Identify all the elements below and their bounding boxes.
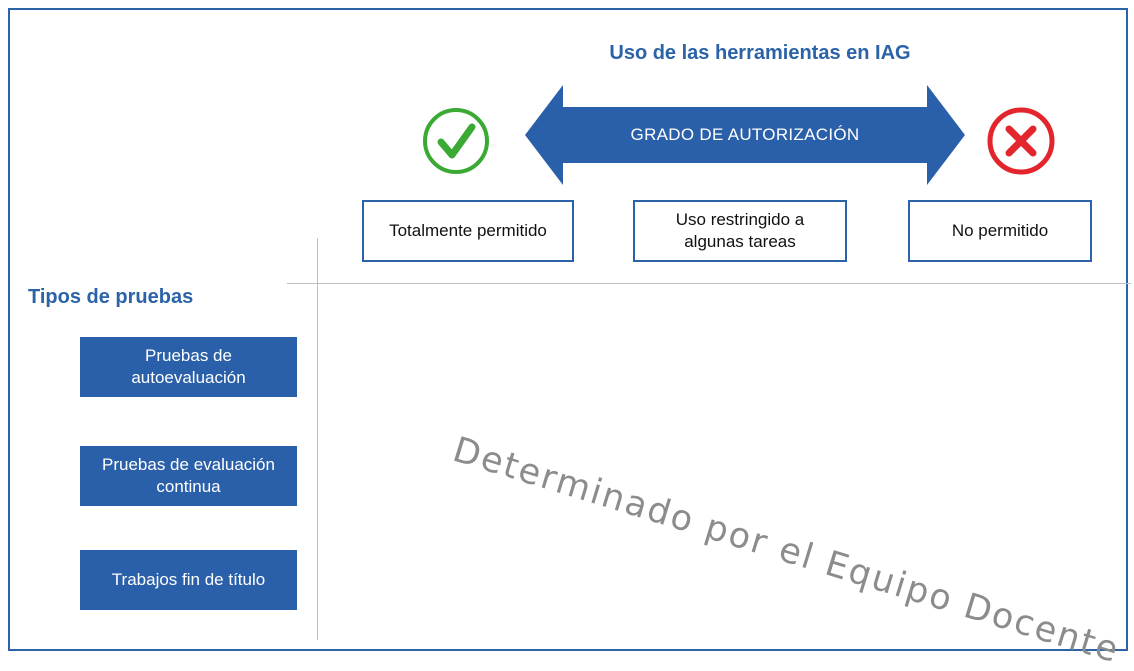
authorization-arrow: GRADO DE AUTORIZACIÓN: [525, 85, 965, 185]
double-arrow-shape: [525, 85, 965, 185]
arrow-label: GRADO DE AUTORIZACIÓN: [630, 125, 860, 144]
test-continuous-evaluation: Pruebas de evaluación continua: [80, 446, 297, 506]
level-label: Uso restringido a algunas tareas: [676, 209, 805, 253]
test-label: Pruebas de evaluación continua: [102, 454, 275, 498]
test-label-line1: Pruebas de evaluación: [102, 455, 275, 474]
level-restricted-use: Uso restringido a algunas tareas: [633, 200, 847, 262]
level-label: No permitido: [951, 221, 1049, 240]
test-label: Trabajos fin de título: [111, 570, 266, 589]
check-circle-icon: [420, 105, 492, 177]
level-not-allowed: No permitido: [908, 200, 1092, 262]
level-label-line2: algunas tareas: [684, 232, 796, 251]
test-self-assessment: Pruebas de autoevaluación: [80, 337, 297, 397]
x-circle-icon: [985, 105, 1057, 177]
test-final-project: Trabajos fin de título: [80, 550, 297, 610]
level-label-line1: Uso restringido a: [675, 210, 805, 229]
test-label-line1: Pruebas de: [145, 346, 232, 365]
horizontal-divider: [287, 283, 1131, 284]
test-types-heading: Tipos de pruebas: [28, 286, 194, 308]
test-label-line2: continua: [156, 477, 221, 496]
vertical-divider: [317, 238, 318, 640]
diagram-title: Uso de las herramientas en IAG: [609, 42, 911, 64]
level-totally-allowed: Totalmente permitido: [362, 200, 574, 262]
test-label: Pruebas de autoevaluación: [131, 345, 245, 389]
level-label: Totalmente permitido: [389, 221, 547, 240]
test-label-line2: autoevaluación: [131, 368, 246, 387]
